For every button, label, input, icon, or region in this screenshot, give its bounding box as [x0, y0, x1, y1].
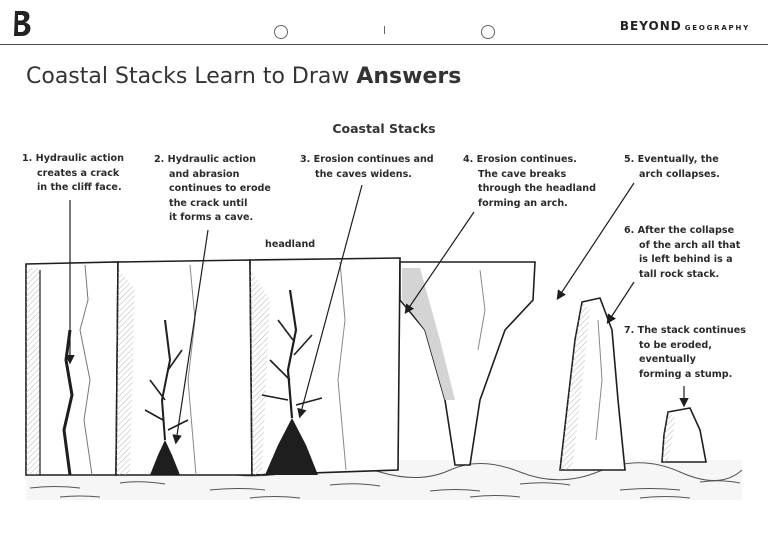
step-2-line-2: and abrasion — [169, 168, 240, 180]
step-number-2: 2. — [154, 154, 165, 165]
cliff-small-cave-section — [115, 259, 253, 476]
step-5-line-1: Eventually, the — [637, 154, 719, 165]
step-4-line-3: through the headland — [478, 183, 597, 195]
step-1-line-3: in the cliff face. — [37, 182, 122, 194]
step-4-line-1: Erosion continues. — [476, 154, 577, 165]
step-label-6: 6. After the collapse of the arch all th… — [624, 224, 740, 282]
step-number-4: 4. — [463, 154, 474, 165]
step-number-1: 1. — [22, 153, 33, 164]
headland-label: headland — [265, 239, 316, 250]
cliff-crack-section — [25, 261, 119, 476]
arrow-step-6 — [606, 281, 635, 325]
arrow-step-5 — [556, 182, 635, 301]
step-6-line-4: tall rock stack. — [639, 268, 720, 280]
page-title: Coastal Stacks Learn to Draw Answers — [26, 64, 461, 89]
step-label-2: 2. Hydraulic action and abrasion continu… — [154, 153, 271, 226]
diagram-title: Coastal Stacks — [332, 121, 436, 136]
brand-sub-text: GEOGRAPHY — [684, 24, 750, 32]
binder-hole-right — [481, 25, 495, 39]
arrow-step-3 — [297, 184, 363, 419]
tall-stack — [559, 297, 626, 471]
step-number-5: 5. — [624, 154, 635, 165]
step-number-6: 6. — [624, 225, 635, 236]
step-7-line-3: eventually — [639, 354, 696, 366]
center-tick-mark — [384, 26, 385, 34]
step-6-line-3: is left behind is a — [639, 254, 733, 266]
step-2-line-1: Hydraulic action — [167, 154, 256, 165]
arrow-step-2 — [172, 229, 209, 445]
step-4-line-4: forming an arch. — [478, 197, 568, 209]
arch-section — [399, 261, 536, 466]
step-5-line-2: arch collapses. — [639, 168, 720, 180]
step-2-line-4: the crack until — [169, 197, 248, 209]
step-7-line-2: to be eroded, — [639, 339, 712, 351]
stump — [661, 407, 707, 463]
step-3-line-1: Erosion continues and — [313, 154, 434, 165]
step-2-line-3: continues to erode — [169, 183, 271, 195]
brand-main-text: BEYOND — [619, 19, 682, 33]
step-label-1: 1. Hydraulic action creates a crack in t… — [22, 152, 124, 196]
arrow-step-4 — [404, 211, 475, 314]
step-number-7: 7. — [624, 325, 635, 336]
binder-hole-left — [274, 25, 288, 39]
step-4-line-2: The cave breaks — [478, 168, 567, 180]
step-2-line-5: it forms a cave. — [169, 212, 254, 224]
step-label-5: 5. Eventually, the arch collapses. — [624, 153, 720, 182]
beyond-logo-icon — [14, 11, 31, 36]
step-label-3: 3. Erosion continues and the caves widen… — [300, 153, 434, 182]
step-number-3: 3. — [300, 154, 311, 165]
page-title-bold: Answers — [356, 64, 462, 89]
step-label-4: 4. Erosion continues. The cave breaks th… — [463, 153, 596, 211]
step-label-7: 7. The stack continues to be eroded, eve… — [624, 324, 746, 382]
step-1-line-1: Hydraulic action — [35, 153, 124, 164]
pointer-arrows — [65, 182, 689, 445]
header-divider — [0, 44, 768, 45]
step-7-line-1: The stack continues — [637, 325, 746, 336]
step-7-line-4: forming a stump. — [639, 368, 733, 380]
step-3-line-2: the caves widens. — [315, 168, 412, 180]
cliff-large-cave-section — [249, 257, 401, 476]
step-6-line-1: After the collapse — [637, 225, 735, 236]
step-1-line-2: creates a crack — [37, 167, 120, 179]
step-6-line-2: of the arch all that — [639, 239, 741, 251]
page-title-regular: Coastal Stacks Learn to Draw — [26, 64, 357, 89]
